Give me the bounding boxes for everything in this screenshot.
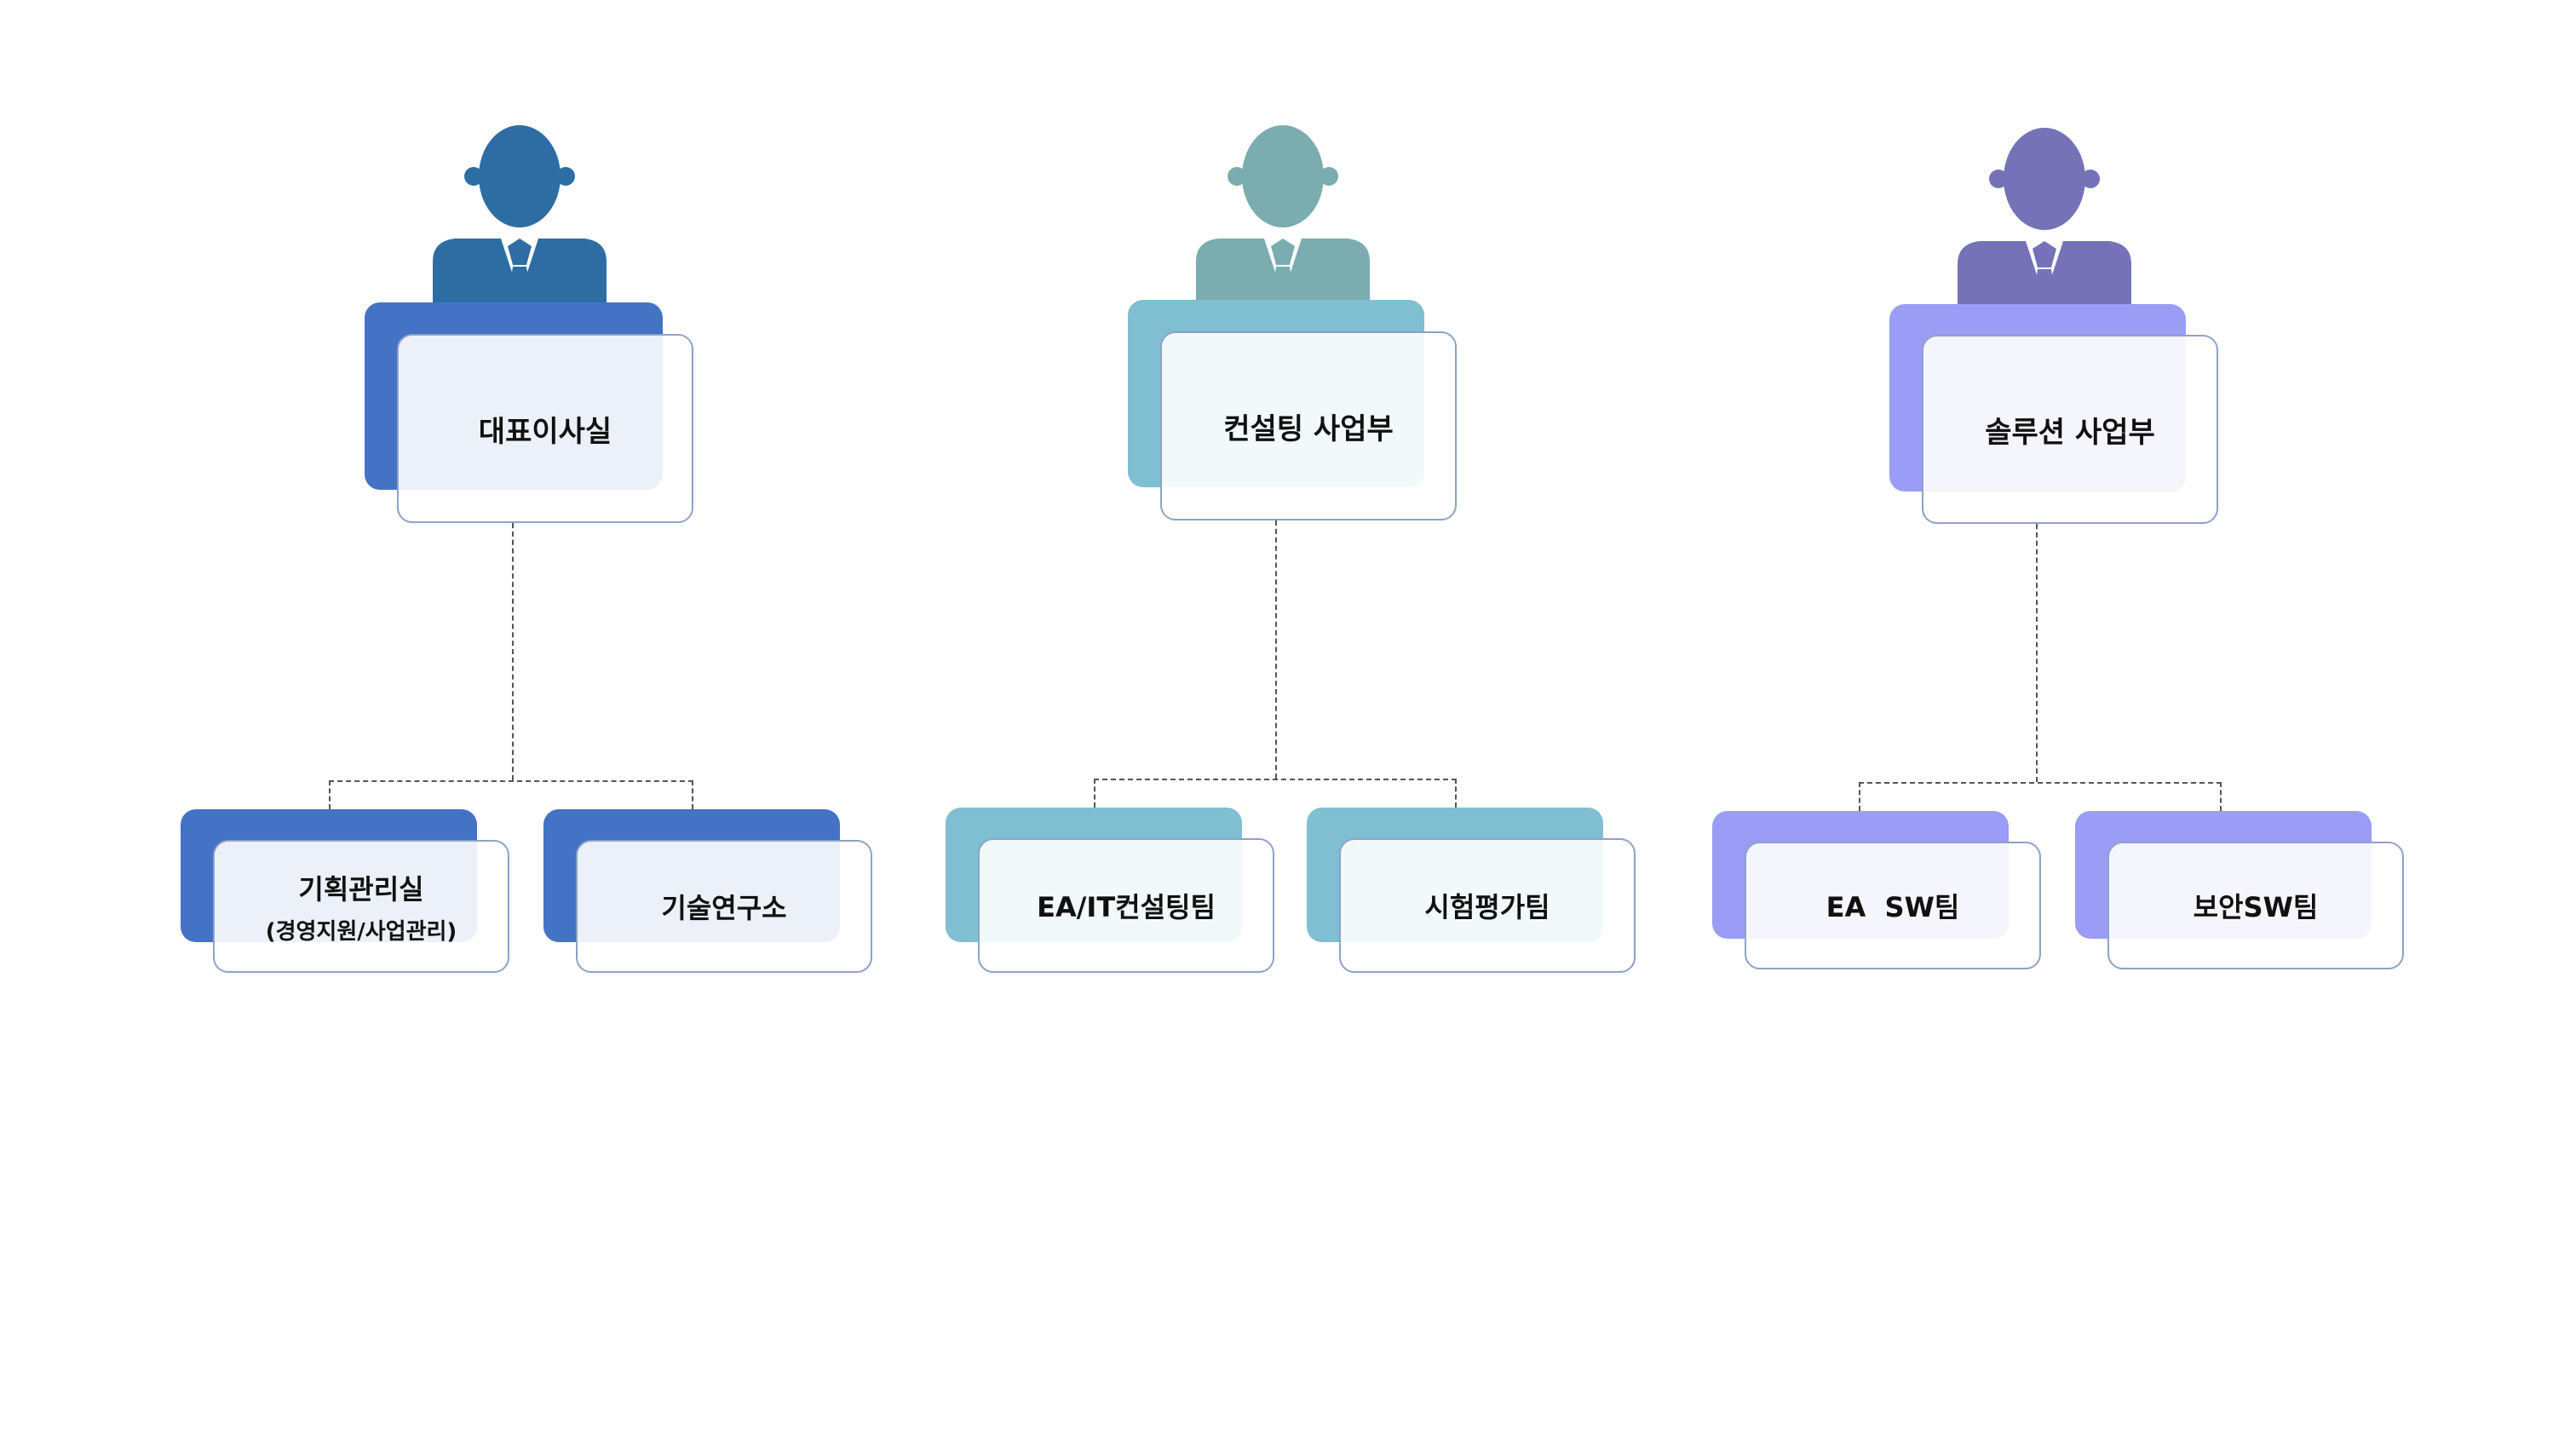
- solution-person-icon: [1942, 109, 2147, 313]
- security-sw-label: 보안SW팀: [2193, 891, 2319, 923]
- testing-label: 시험평가팀: [1424, 891, 1550, 923]
- solution-card: 솔루션 사업부: [1922, 335, 2218, 524]
- security-sw-card: 보안SW팀: [2107, 842, 2404, 969]
- ceo-label: 대표이사실: [478, 414, 612, 449]
- ceo-connector-left-drop: [329, 780, 331, 809]
- ceo-card: 대표이사실: [397, 334, 693, 523]
- solution-connector-left-drop: [1859, 782, 1860, 811]
- consulting-connector-vertical: [1275, 520, 1277, 779]
- testing-card: 시험평가팀: [1339, 838, 1636, 973]
- solution-label: 솔루션 사업부: [1985, 415, 2155, 450]
- ea-it-card: EA/IT컨설팅팀: [978, 838, 1274, 973]
- consulting-person-icon: [1181, 106, 1385, 311]
- ceo-connector-horizontal: [329, 780, 693, 782]
- ea-it-label: EA/IT컨설팅팀: [1037, 891, 1216, 923]
- solution-connector-vertical: [2036, 524, 2038, 782]
- ceo-connector-vertical: [512, 523, 514, 780]
- solution-connector-right-drop: [2220, 782, 2222, 811]
- ea-sw-label: EA SW팀: [1826, 891, 1960, 923]
- consulting-card: 컨설팅 사업부: [1160, 331, 1457, 520]
- consulting-connector-left-drop: [1094, 779, 1095, 808]
- ea-sw-card: EA SW팀: [1745, 842, 2041, 969]
- ceo-connector-right-drop: [692, 780, 693, 809]
- planning-card: 기획관리실 (경영지원/사업관리): [213, 840, 509, 973]
- ceo-person-icon: [417, 106, 622, 311]
- rnd-label: 기술연구소: [661, 892, 787, 924]
- solution-connector-horizontal: [1859, 782, 2222, 784]
- consulting-connector-right-drop: [1455, 779, 1457, 808]
- consulting-label: 컨설팅 사업부: [1223, 411, 1394, 446]
- rnd-card: 기술연구소: [576, 840, 872, 973]
- planning-label: 기획관리실: [298, 872, 424, 906]
- consulting-connector-horizontal: [1094, 779, 1457, 780]
- planning-sublabel: (경영지원/사업관리): [265, 918, 457, 945]
